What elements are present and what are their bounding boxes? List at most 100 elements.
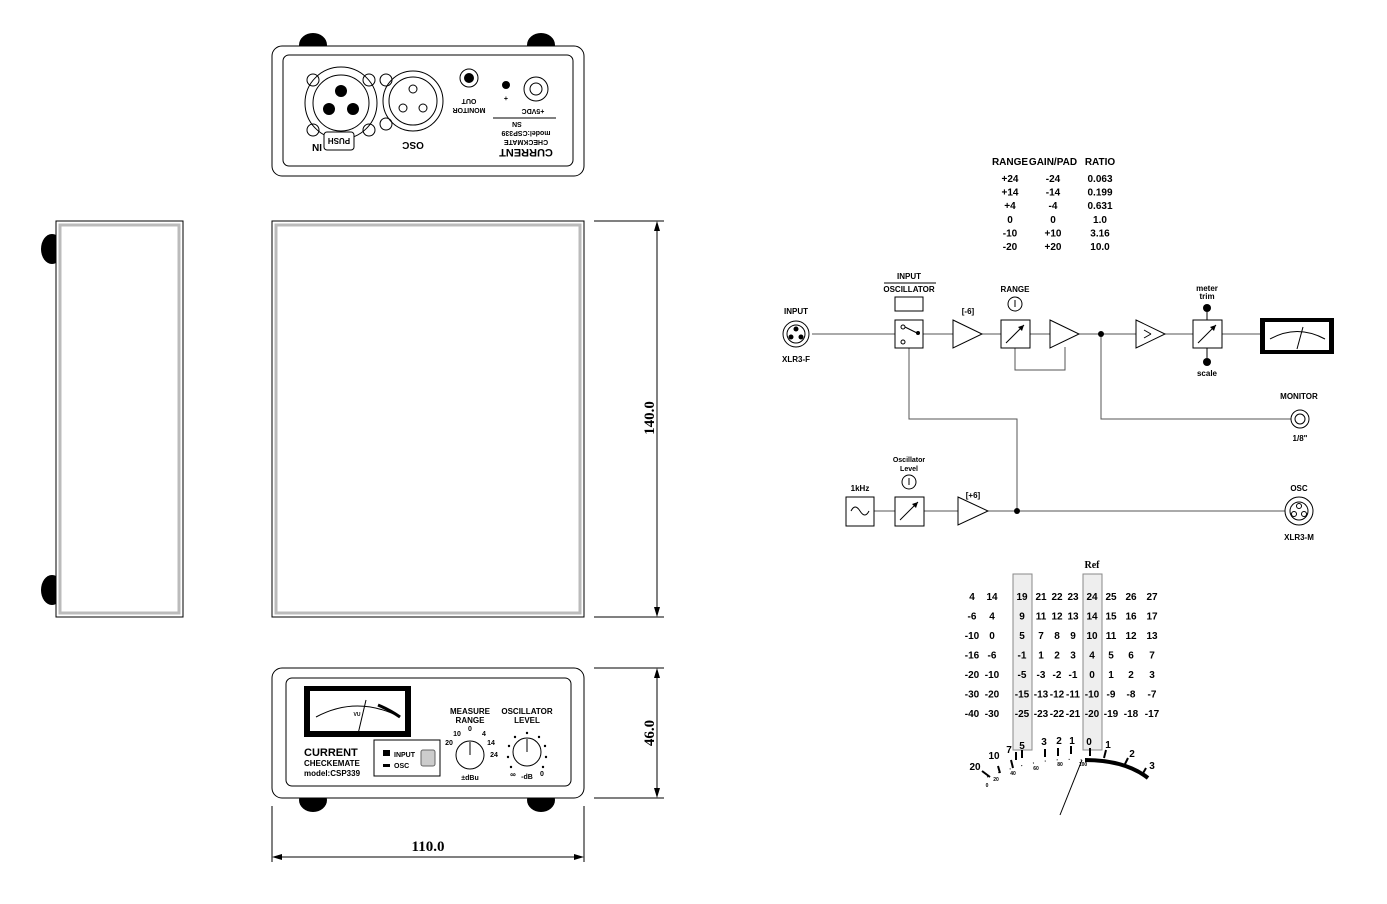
- xlr-pin: [418, 103, 428, 113]
- osc-amplifier-icon: [957, 496, 990, 526]
- osc-unit-label: -dB: [521, 774, 533, 781]
- osc-level-label-2: Level: [900, 466, 918, 473]
- dimension-depth: 46.0: [594, 667, 664, 799]
- osc-return-wire: [908, 348, 1018, 511]
- scale-cell: -5: [1018, 670, 1027, 681]
- osc-title-2: LEVEL: [514, 716, 540, 725]
- scale-cell: 6: [1128, 651, 1134, 662]
- monitor-wire: [1100, 334, 1291, 420]
- scale-cell: -10: [985, 670, 1000, 681]
- svg-text:60: 60: [1033, 766, 1039, 772]
- scale-cell: -7: [1148, 690, 1157, 701]
- input-label: INPUT: [784, 307, 808, 316]
- measure-range-knob[interactable]: [455, 740, 485, 770]
- front-panel-inset: [285, 677, 572, 787]
- osc-xlr-plug: [388, 76, 438, 126]
- scale-cell: -30: [965, 690, 980, 701]
- scale-cell: 22: [1051, 592, 1063, 603]
- screw-icon: [362, 73, 376, 87]
- scale-cell: 14: [1086, 612, 1098, 623]
- scale-cell: 21: [1035, 592, 1047, 603]
- scale-cell: -10: [1085, 690, 1100, 701]
- monitor-jack: [459, 68, 479, 88]
- scale-cell: -1: [1018, 651, 1027, 662]
- svg-text:20: 20: [445, 740, 453, 747]
- scale-cell: 10: [1086, 631, 1098, 642]
- in-xlr-socket: [312, 74, 370, 132]
- scale-cell: -40: [965, 709, 980, 720]
- meter-trim-label-1: meter: [1196, 284, 1218, 293]
- osc-out-label: OSC: [1290, 484, 1308, 493]
- scale-cell: 25: [1105, 592, 1117, 603]
- dimension-height: 140.0: [594, 220, 664, 618]
- scale-dot: [1203, 358, 1211, 366]
- scale-cell: -20: [965, 670, 980, 681]
- brand-label: CURRENT: [499, 146, 553, 158]
- table-header: RANGE: [992, 157, 1028, 168]
- svg-text:∞: ∞: [510, 770, 516, 779]
- dimension-height-label: 140.0: [642, 401, 658, 435]
- selector-label-1: INPUT: [897, 272, 921, 281]
- svg-text:20: 20: [993, 777, 999, 783]
- power-jack-pin: [529, 82, 543, 96]
- osc-indicator: [383, 764, 390, 767]
- scale-cell: 13: [1067, 612, 1079, 623]
- scale-cell: 9: [1019, 612, 1025, 623]
- xlr-male-icon: [1284, 496, 1314, 526]
- scale-cell: -23: [1034, 709, 1049, 720]
- scale-cell: 1: [1038, 651, 1044, 662]
- scale-cell: -19: [1104, 709, 1119, 720]
- screw-icon: [306, 123, 320, 137]
- osc-gain-label: [+6]: [966, 491, 981, 500]
- switch-osc-label: OSC: [394, 763, 409, 770]
- osc-label: OSC: [402, 139, 424, 150]
- trim-dot: [1203, 304, 1211, 312]
- scale-cell: 23: [1067, 592, 1079, 603]
- scale-cell: -25: [1015, 709, 1030, 720]
- meter-needle: [1059, 759, 1083, 816]
- product-label: CHECKMATE: [504, 138, 549, 145]
- osc-connector-ring: [382, 70, 444, 132]
- scale-cell: 19: [1016, 592, 1028, 603]
- svg-text:0: 0: [468, 726, 472, 733]
- screw-icon: [379, 73, 393, 87]
- vu-meter-red-zone: [377, 703, 401, 719]
- measure-title-1: MEASURE: [450, 707, 491, 716]
- scale-cell: 16: [1125, 612, 1137, 623]
- scale-cell: -9: [1107, 690, 1116, 701]
- scale-cell: 7: [1149, 651, 1155, 662]
- table-cell: -10: [1003, 228, 1018, 239]
- power-jack: [523, 76, 549, 102]
- svg-text:2: 2: [1129, 749, 1135, 760]
- scale-cell: 4: [989, 612, 995, 623]
- svg-text:10: 10: [453, 731, 461, 738]
- xlr-pin: [347, 103, 359, 115]
- range-amplifier-icon: [1049, 319, 1081, 349]
- scale-cell: -30: [985, 709, 1000, 720]
- meter-red-zone-arc: [1084, 758, 1150, 780]
- osc-level-block: [894, 496, 925, 527]
- selector-pushbutton[interactable]: [420, 749, 436, 767]
- pad-amplifier-icon: [952, 319, 984, 349]
- table-cell: -4: [1049, 201, 1058, 212]
- svg-text:0: 0: [1086, 737, 1092, 748]
- xlr-pin: [335, 85, 347, 97]
- scale-cell: 2: [1128, 670, 1134, 681]
- scale-cell: 15: [1105, 612, 1117, 623]
- measure-title-2: RANGE: [456, 716, 486, 725]
- osc-level-knob-icon: [901, 474, 917, 490]
- front-product-label: CHECKEMATE: [304, 759, 361, 768]
- range-feedback-wire: [1014, 347, 1066, 371]
- osc-freq-label: 1kHz: [851, 484, 870, 493]
- table-cell: 0: [1050, 215, 1056, 226]
- side-view: [41, 220, 184, 618]
- scale-cell: -18: [1124, 709, 1139, 720]
- scale-cell: 7: [1038, 631, 1044, 642]
- scale-cell: -21: [1066, 709, 1081, 720]
- osc-level-knob[interactable]: [512, 737, 542, 767]
- ref-label: Ref: [1085, 560, 1101, 571]
- front-panel-view: VU CURRENT CHECKEMATE model:CSP339 INPUT…: [271, 667, 585, 812]
- svg-text:4: 4: [482, 731, 486, 738]
- vu-meter-needle: [357, 699, 367, 735]
- power-label: +5VDC: [522, 107, 545, 114]
